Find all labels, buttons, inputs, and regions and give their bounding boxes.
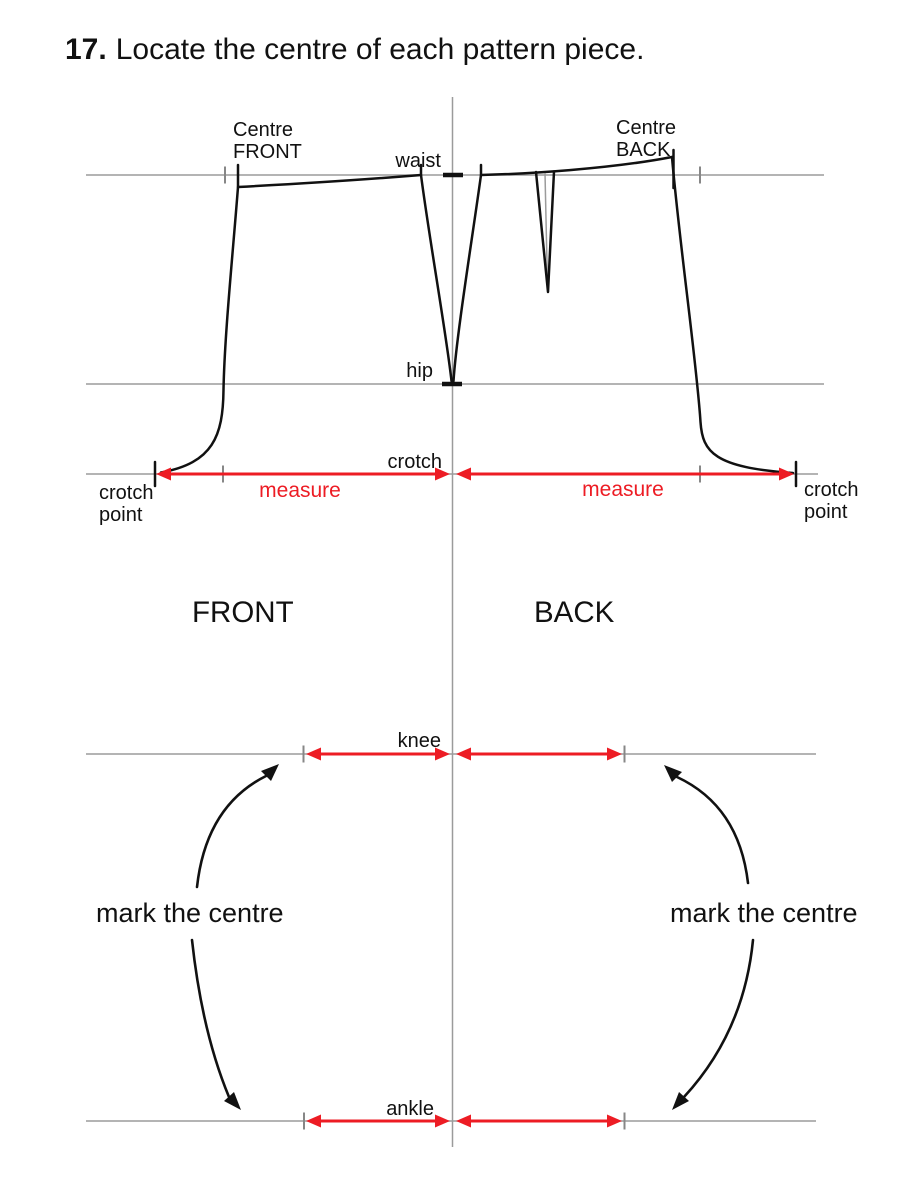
centre-back-label-line1: Centre <box>616 117 676 139</box>
step-text: Locate the centre of each pattern piece. <box>116 33 645 66</box>
arrowhead-left-icon <box>456 1114 471 1128</box>
centre-front-label-line2: FRONT <box>233 141 302 163</box>
crotch-point-right-label-line1: crotch <box>804 479 858 501</box>
arrowhead-left-icon <box>306 747 321 761</box>
arrowhead-left-icon <box>456 467 471 481</box>
crotch-point-right-label-line2: point <box>804 501 848 523</box>
back-dart-centre-line <box>544 172 549 288</box>
front-pattern-piece <box>153 163 453 488</box>
curved-arrowhead-icon <box>664 765 682 782</box>
mark-centre-left-label: mark the centre <box>96 898 284 928</box>
curved-arrow-ankle-right <box>682 938 755 1099</box>
centre-front-label-line1: Centre <box>233 119 293 141</box>
arrowhead-left-icon <box>306 1114 321 1128</box>
step-number: 17. <box>65 33 107 66</box>
back-dart <box>534 170 556 294</box>
back-pattern-piece <box>452 148 798 488</box>
front-centre-front-seam <box>159 163 240 474</box>
crotch-point-left-label-line2: point <box>99 504 143 526</box>
curved-arrowhead-icon <box>672 1092 689 1110</box>
arrowhead-right-icon <box>779 467 794 481</box>
page-title: 17. Locate the centre of each pattern pie… <box>65 33 644 66</box>
measure-arrows <box>156 467 794 1128</box>
curved-arrowhead-icon <box>224 1092 241 1110</box>
mark-centre-right-label: mark the centre <box>670 898 858 928</box>
arrowhead-right-icon <box>607 747 622 761</box>
arrowhead-left-icon <box>456 747 471 761</box>
mark-centre-arrows <box>190 764 755 1110</box>
centre-back-label-line2: BACK <box>616 139 671 161</box>
back-side-seam <box>452 163 483 383</box>
measure-left-label: measure <box>259 479 341 502</box>
hip-label: hip <box>406 360 433 382</box>
arrowhead-right-icon <box>607 1114 622 1128</box>
arrowhead-right-icon <box>435 467 450 481</box>
back-piece-label: BACK <box>534 596 615 629</box>
knee-label: knee <box>398 730 441 752</box>
curved-arrow-ankle-left <box>190 938 231 1099</box>
measure-right-label: measure <box>582 478 664 501</box>
arrowhead-right-icon <box>435 747 450 761</box>
arrowhead-left-icon <box>156 467 171 481</box>
arrowhead-right-icon <box>435 1114 450 1128</box>
diagram-labels: Centre FRONT Centre BACK waist hip crotc… <box>96 117 858 1120</box>
curved-arrowhead-icon <box>261 764 279 781</box>
front-piece-label: FRONT <box>192 596 294 629</box>
crotch-label: crotch <box>388 451 442 473</box>
curved-arrow-knee-left <box>195 774 268 889</box>
back-waist-edge <box>479 155 674 177</box>
back-centre-back-seam <box>670 155 795 475</box>
ankle-label: ankle <box>386 1098 434 1120</box>
curved-arrow-knee-right <box>675 775 750 885</box>
waist-label: waist <box>394 150 441 172</box>
front-side-seam <box>419 163 453 383</box>
front-waist-edge <box>236 173 423 189</box>
crotch-point-left-label-line1: crotch <box>99 482 153 504</box>
